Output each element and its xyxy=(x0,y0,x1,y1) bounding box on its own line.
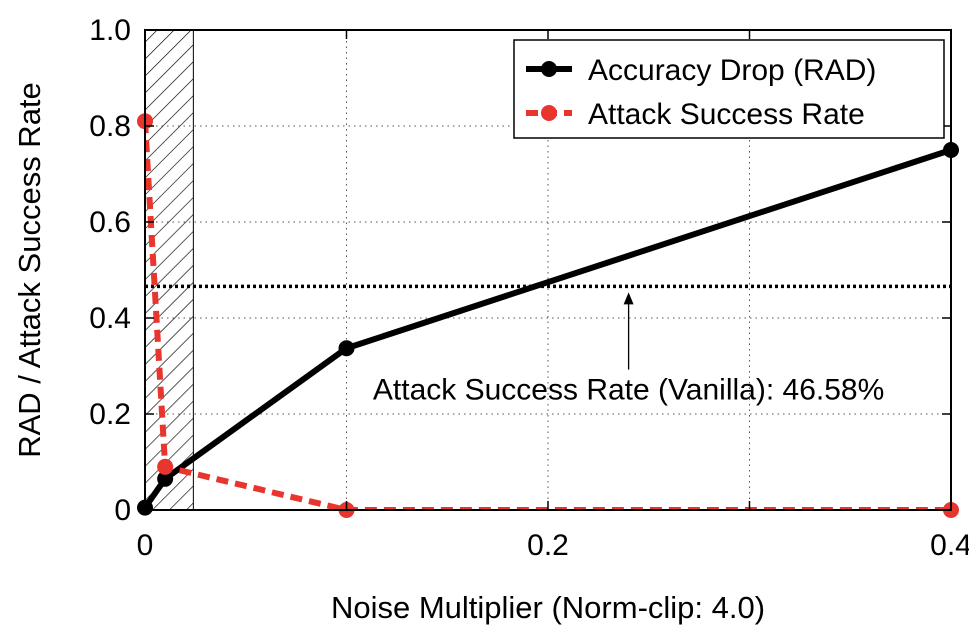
y-tick-label: 1.0 xyxy=(89,14,131,47)
legend-label-0: Accuracy Drop (RAD) xyxy=(588,54,876,87)
legend-label-1: Attack Success Rate xyxy=(588,98,865,131)
y-tick-label: 0.2 xyxy=(89,398,131,431)
y-tick-label: 0.6 xyxy=(89,206,131,239)
legend: Accuracy Drop (RAD) Attack Success Rate xyxy=(513,39,945,139)
y-tick-label: 0.8 xyxy=(89,110,131,143)
series-point-0 xyxy=(338,340,355,357)
series-point-0 xyxy=(157,470,174,487)
ticks: 0 0.2 0.4 0 0.2 0.4 0.6 0.8 1.0 xyxy=(89,14,969,562)
y-tick-label: 0.4 xyxy=(89,302,131,335)
x-tick-label: 0 xyxy=(137,529,154,562)
annotation-arrow-head xyxy=(623,292,634,305)
legend-swatch-marker-0 xyxy=(541,61,557,77)
legend-box xyxy=(513,39,945,139)
reference-line-group: Attack Success Rate (Vanilla): 46.58% xyxy=(145,284,951,407)
series-point-1 xyxy=(157,458,174,475)
y-axis-label: RAD / Attack Success Rate xyxy=(12,82,47,458)
series-line-0 xyxy=(145,147,951,510)
legend-swatch-marker-1 xyxy=(541,105,557,121)
y-tick-label: 0 xyxy=(114,494,131,527)
reference-line-label: Attack Success Rate (Vanilla): 46.58% xyxy=(373,374,884,407)
hatched-region xyxy=(145,30,194,510)
x-tick-label: 0.4 xyxy=(930,529,969,562)
hatch-fill xyxy=(145,30,194,510)
x-axis-label: Noise Multiplier (Norm-clip: 4.0) xyxy=(331,590,765,625)
x-tick-label: 0.2 xyxy=(527,529,569,562)
series-line-1 xyxy=(145,121,951,510)
